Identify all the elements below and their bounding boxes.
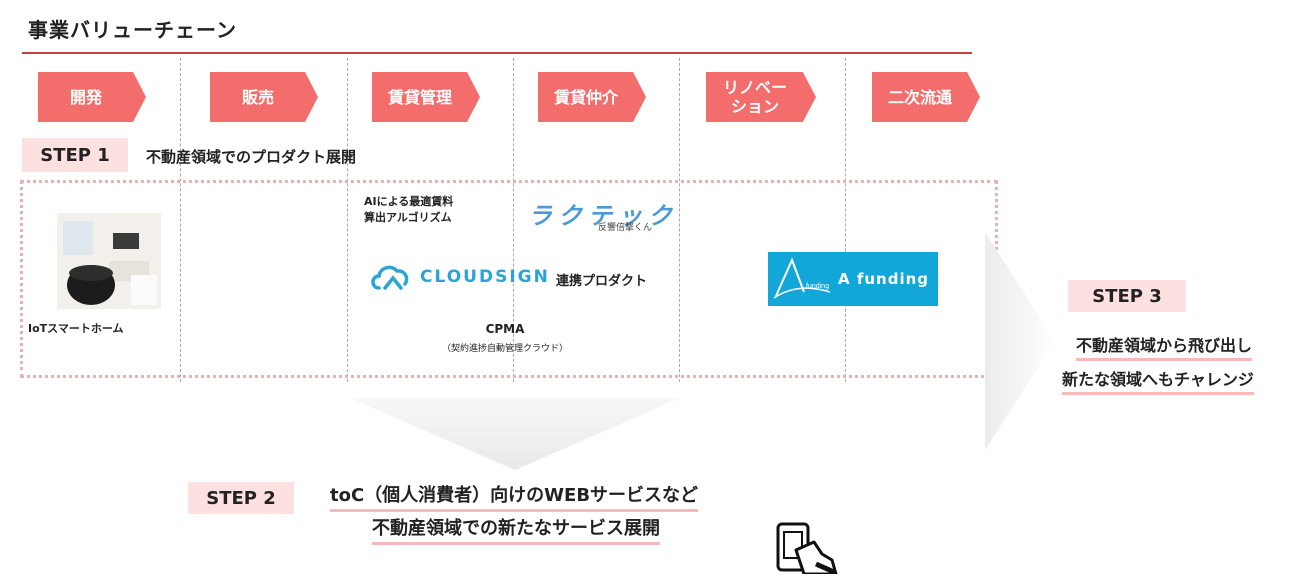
column-divider [679, 58, 680, 382]
afunding-logo-icon: funding [768, 252, 838, 306]
column-divider [845, 58, 846, 382]
step1-label: STEP 1 [22, 138, 128, 172]
stage-arrow-development: 開発 [38, 72, 146, 122]
afunding-logo-small-text: funding [806, 283, 829, 290]
iot-device-icon [57, 213, 161, 309]
step2-line-2: 不動産領域での新たなサービス展開 [372, 514, 660, 545]
cpma-subtitle: （契約進捗自動管理クラウド） [441, 344, 568, 354]
step3-label: STEP 3 [1068, 280, 1186, 312]
phone-hand-icon [774, 520, 840, 576]
column-divider [513, 58, 514, 382]
afunding-logo: funding A funding [768, 252, 938, 306]
cloud-icon [369, 262, 411, 292]
ai-rent-algorithm-label: AIによる最適賃料 算出アルゴリズム [364, 194, 453, 226]
title-underline [22, 52, 972, 54]
ai-line-2: 算出アルゴリズム [364, 211, 452, 224]
stage-arrow-sales: 販売 [210, 72, 318, 122]
column-divider [347, 58, 348, 382]
arrow-down-step2 [350, 398, 680, 470]
rakutech-subtitle: 反響倍撃くん [598, 223, 653, 233]
cloudsign-logo-text: CLOUDSIGN [420, 267, 550, 287]
ai-line-1: AIによる最適賃料 [364, 195, 454, 208]
stage-arrow-secondary-market: 二次流通 [872, 72, 980, 122]
stage-arrow-rental-brokerage: 賃貸仲介 [538, 72, 646, 122]
rakutech-logo: ラクテック [528, 202, 678, 230]
iot-smarthome-label: IoTスマートホーム [28, 322, 124, 335]
step3-line-1: 不動産領域から飛び出し [1076, 332, 1253, 361]
arrow-right-step3 [985, 232, 1055, 450]
step1-description: 不動産領域でのプロダクト展開 [146, 148, 357, 166]
cpma-label: CPMA [485, 322, 525, 336]
stage-arrow-rental-management: 賃貸管理 [372, 72, 480, 122]
afunding-label: A funding [838, 270, 930, 288]
step2-label: STEP 2 [188, 482, 294, 514]
column-divider [180, 58, 181, 382]
cloudsign-partner-note: 連携プロダクト [556, 274, 648, 289]
step3-line-2: 新たな領域へもチャレンジ [1062, 366, 1254, 395]
step2-line-1: toC（個人消費者）向けのWEBサービスなど [330, 481, 699, 512]
page-title: 事業バリューチェーン [28, 18, 237, 42]
stage-arrow-renovation: リノベー ション [706, 72, 816, 122]
